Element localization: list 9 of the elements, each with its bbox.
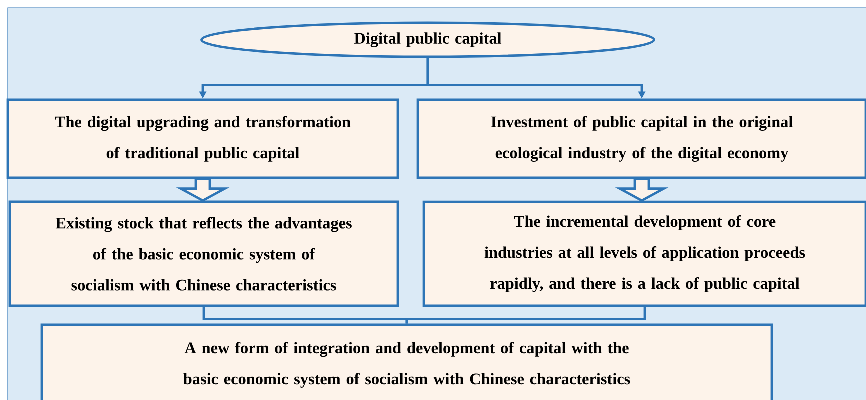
- connector-line: [406, 307, 646, 324]
- ellipse-node: Digital public capital: [200, 22, 656, 58]
- text-box: The incremental development of core industries at all levels of application proceeds rapidly, and there is a lack of public capital: [422, 200, 866, 308]
- text-box: The digital upgrading and transformation of traditional public capital: [6, 98, 400, 180]
- text-box: Investment of public capital in the original ecological industry of the digital economy: [416, 98, 866, 180]
- block-arrow: [615, 178, 669, 202]
- block-arrow: [176, 178, 230, 202]
- text-box: Existing stock that reflects the advantages of the basic economic system of socialism with Chinese characteristics: [8, 200, 400, 308]
- text-box: A new form of integration and development of capital with the basic economic system of socialism with Chinese characteristics: [40, 324, 774, 400]
